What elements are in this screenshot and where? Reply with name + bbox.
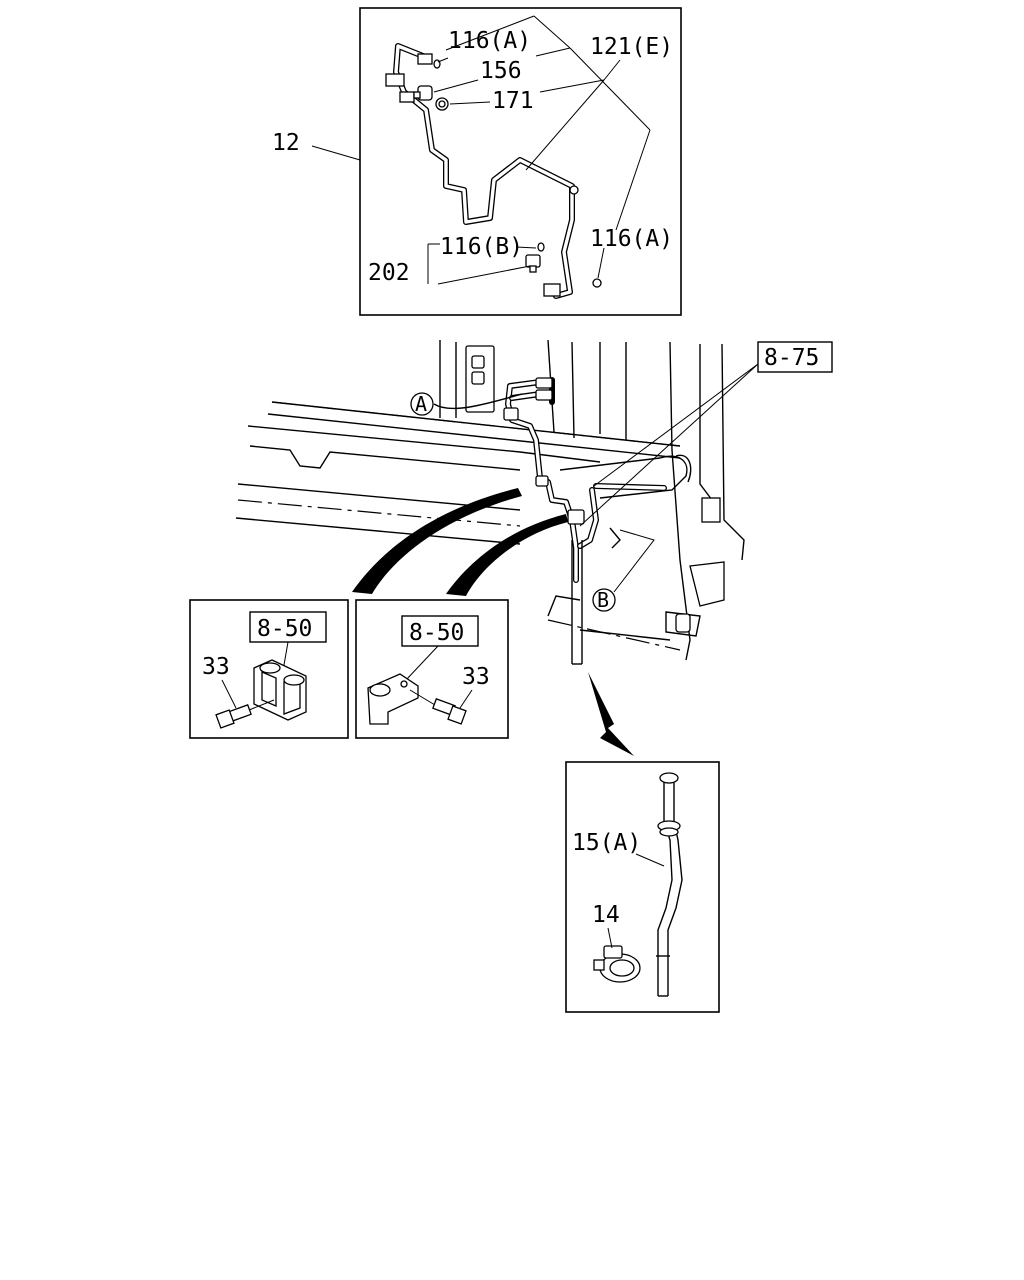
top-detail-panel: 116(A) 121(E) 156 171 12 116(B) 116(A) 2… xyxy=(272,7,682,316)
leader-14 xyxy=(607,927,613,949)
o-ring-116a-bottom xyxy=(592,278,602,288)
clip-bracket-mid xyxy=(367,673,419,725)
label-12: 12 xyxy=(272,130,300,156)
clamp-14 xyxy=(593,945,641,983)
connector-202 xyxy=(525,254,541,273)
engine-frame-view: 8-75 A B xyxy=(235,339,833,756)
pipe-fitting-lower xyxy=(399,91,415,103)
pipe-assembly-drawing xyxy=(385,43,579,299)
flare-nut-top xyxy=(417,53,433,65)
marker-a: A xyxy=(410,392,523,416)
left-33-label: 33 xyxy=(202,654,230,680)
main-pipe-routing xyxy=(503,377,667,583)
intake-duct xyxy=(559,454,692,499)
mid-33-label: 33 xyxy=(462,664,490,690)
label-156: 156 xyxy=(480,58,522,84)
label-202: 202 xyxy=(368,260,410,286)
outlet-plate xyxy=(465,345,495,413)
marker-b-label: B xyxy=(597,588,609,612)
ref-8-75-callout: 8-75 xyxy=(579,341,833,527)
left-clip-detail: 8-50 33 xyxy=(189,599,349,739)
ref-8-75-box xyxy=(757,341,833,373)
top-leader-lines xyxy=(311,15,651,285)
dipstick-detail: 15(A) 14 xyxy=(565,761,720,1013)
mid-ref-8-50-box xyxy=(401,615,479,647)
callout-arrows xyxy=(352,488,634,756)
label-171: 171 xyxy=(492,88,534,114)
bolt-171 xyxy=(435,97,449,111)
bolt-33-left xyxy=(215,699,275,729)
pipe-fitting-upper xyxy=(385,73,405,87)
dipstick-detail-frame xyxy=(565,761,720,1013)
label-15a: 15(A) xyxy=(572,830,641,856)
bolt-33-mid xyxy=(409,689,467,725)
middle-clip-detail: 8-50 33 xyxy=(355,599,509,739)
ref-8-75-label: 8-75 xyxy=(764,345,819,371)
label-116a-top: 116(A) xyxy=(448,28,531,54)
right-brackets xyxy=(665,497,725,637)
dipstick-tube-15a xyxy=(656,772,683,997)
flare-nut-bottom xyxy=(543,283,561,297)
label-116a-bottom: 116(A) xyxy=(590,226,673,252)
o-ring-116b xyxy=(537,242,545,252)
clip-bracket-left xyxy=(253,659,307,721)
marker-b: B xyxy=(592,529,655,612)
mid-ref-8-50-label: 8-50 xyxy=(409,620,464,646)
label-121e: 121(E) xyxy=(590,34,673,60)
leader-15a xyxy=(635,853,665,867)
marker-a-label: A xyxy=(415,392,427,416)
main-dipstick xyxy=(547,509,585,665)
pipe-junction xyxy=(569,185,579,195)
label-116b: 116(B) xyxy=(440,234,523,260)
label-14: 14 xyxy=(592,902,620,928)
connector-156 xyxy=(413,85,433,101)
left-ref-8-50-label: 8-50 xyxy=(257,616,312,642)
left-ref-8-50-box xyxy=(249,611,327,643)
